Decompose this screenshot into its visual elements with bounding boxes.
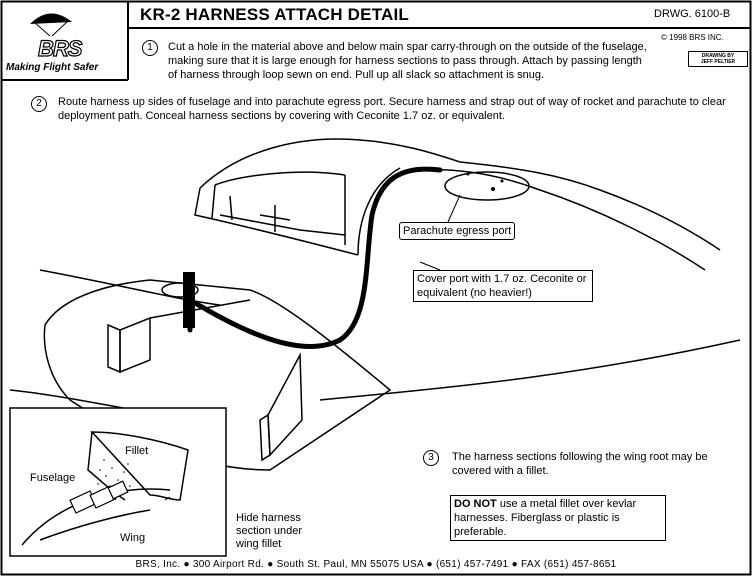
warning-text: use a metal fillet over kevlar harnesses… — [454, 498, 637, 538]
drawn-by-name: JEFF PELTIER — [700, 59, 736, 65]
egress-port-outline — [444, 171, 530, 201]
warning-emphasis: DO NOT — [454, 498, 497, 510]
drawn-by-stamp: DRAWING BY JEFF PELTIER — [688, 51, 748, 67]
wing-outline — [9, 269, 741, 471]
cover-leader-line — [419, 261, 441, 271]
step-2-number: 2 — [31, 96, 47, 112]
brs-logo: BRS — [37, 35, 83, 61]
drawing-number: DRWG. 6100-B — [654, 8, 731, 20]
inset-fillet-label: Fillet — [125, 445, 149, 457]
step-1-number: 1 — [142, 40, 158, 56]
inset-frame — [9, 407, 227, 557]
step-1-text: Cut a hole in the material above and bel… — [168, 41, 647, 81]
parachute-logo-icon — [30, 13, 72, 37]
egress-leader-line — [447, 194, 461, 223]
drawn-by-label: DRAWING BY — [701, 53, 735, 59]
harness-route — [187, 166, 443, 349]
step-2-text: Route harness up sides of fuselage and i… — [58, 96, 726, 122]
inset-caption: Hide harness section under wing fillet — [236, 512, 303, 550]
egress-port-label: Parachute egress port — [399, 222, 516, 240]
fuselage-upper — [194, 138, 721, 271]
step-3-number: 3 — [423, 450, 439, 466]
inset-fuselage-label: Fuselage — [30, 472, 76, 484]
logo-tagline: Making Flight Safer — [6, 62, 99, 73]
metal-fillet-warning: DO NOT use a metal fillet over kevlar ha… — [450, 495, 666, 541]
copyright: © 1998 BRS INC. — [661, 33, 724, 42]
inset-harness — [69, 480, 129, 514]
step-3-text: The harness sections following the wing … — [452, 451, 708, 477]
company-address-footer: BRS, Inc. ● 300 Airport Rd. ● South St. … — [135, 559, 617, 570]
cover-port-label: Cover port with 1.7 oz. Ceconite or equi… — [413, 270, 593, 302]
drawing-title: KR-2 HARNESS ATTACH DETAIL — [140, 5, 410, 24]
inset-wing-label: Wing — [120, 532, 146, 544]
